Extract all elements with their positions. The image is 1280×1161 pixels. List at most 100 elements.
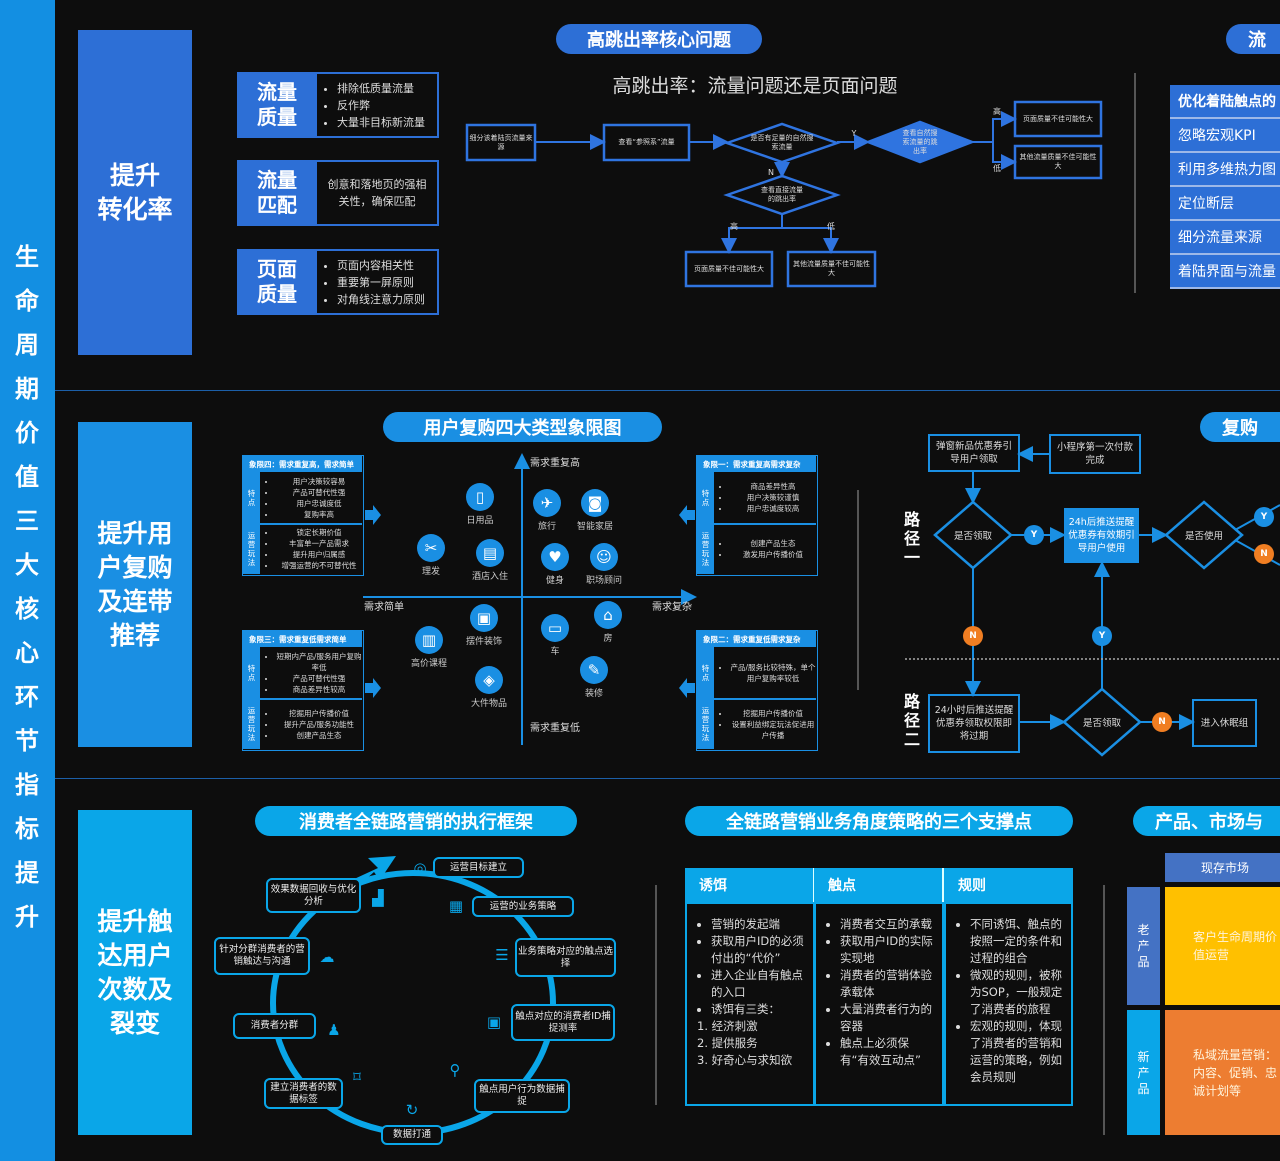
table-header: 触点 <box>814 868 944 902</box>
table-bullet: 微观的规则，被称为SOP，一般规定了消费者的旅程 <box>970 967 1065 1018</box>
flow-branch-label: 高 <box>993 106 1001 116</box>
feature-item: 产品/服务比较特殊，单个用户复购率较低 <box>730 662 816 684</box>
card-bullet: 大量非目标新流量 <box>337 114 437 131</box>
ops-label: 运营玩法 <box>243 699 260 749</box>
table-bullets: 不同诱饵、触点的按照一定的条件和过程的组合微观的规则，被称为SOP，一般规定了消… <box>956 916 1065 1086</box>
category-label: 日用品 <box>466 515 494 526</box>
subtitle: 高跳出率：流量问题还是页面问题 <box>612 74 898 97</box>
category-label: 酒店入住 <box>471 571 508 582</box>
cycle-step: 触点对应的消费者ID捕捉测率 <box>511 1004 615 1041</box>
category-label: 智能家居 <box>576 521 613 532</box>
connector-arrow <box>721 214 783 254</box>
quadrant-title: 象限二：需求重复低需求复杂 <box>697 631 816 647</box>
category-label: 健身 <box>545 575 564 586</box>
s2-label-line: 提升用 <box>97 518 173 548</box>
flow-node-remind24h: 24h后推送提醒优惠券有效期引导用户使用 <box>1064 508 1139 563</box>
quadrant-divider <box>714 698 816 700</box>
table-header: 规则 <box>944 868 1073 902</box>
table-cell: 消费者交互的承载获取用户ID的实际实现地消费者的营销体验承载体大量消费者行为的容… <box>814 902 944 1106</box>
cycle-step: 效果数据回收与优化分析 <box>266 878 361 913</box>
table-numbered-item: 3. 好奇心与求知欲 <box>697 1053 793 1067</box>
table-header: 诱饵 <box>685 868 815 902</box>
quadrant-arrow <box>365 678 381 698</box>
ops-list: 锁定长期价值丰富单一产品需求提升用户归属感增强运营的不可替代性 <box>260 524 362 574</box>
flow-node-r2: 其他流量质量不佳可能性大 <box>1019 153 1097 170</box>
cycle-step-icon: ▣ <box>486 1013 502 1031</box>
yes-no-badge: N <box>1254 544 1274 564</box>
feature-item: 用户决策较容易 <box>276 476 362 487</box>
optimization-item: 优化着陆触点的 <box>1170 85 1280 119</box>
s2-label-line: 户复购 <box>97 552 173 582</box>
ops-list: 挖掘用户传播价值设置利益绑定玩法促进用户传播 <box>714 699 816 749</box>
table-bullet: 大量消费者行为的容器 <box>840 1001 936 1035</box>
section-label-s3: 提升触达用户次数及裂变 <box>78 810 192 1135</box>
flow-node-n1: 细分该着陆页流量来源 <box>469 133 533 151</box>
card-text: 创意和落地页的强相关性，确保匹配 <box>327 178 427 208</box>
category-label: 大件物品 <box>470 698 507 709</box>
table-bullet: 获取用户ID的必须付出的“代价” <box>711 933 807 967</box>
features-label: 特点 <box>243 647 260 699</box>
table-bullet: 消费者的营销体验承载体 <box>840 967 936 1001</box>
yes-no-badge: Y <box>1024 525 1044 545</box>
cycle-step: 消费者分群 <box>233 1013 316 1039</box>
cycle-step: 建立消费者的数据标签 <box>264 1078 343 1109</box>
table-bullet: 触点上必须保有“有效互动点” <box>840 1035 936 1069</box>
category-icon: ▥ <box>415 626 443 654</box>
ops-label: 运营玩法 <box>697 524 714 574</box>
axis-top-label: 需求重复高 <box>530 458 580 469</box>
ops-item: 锁定长期价值 <box>276 527 362 538</box>
section-divider <box>55 778 1280 779</box>
quadrant-arrow <box>365 505 381 525</box>
category-icon: ⌂ <box>594 601 622 629</box>
optimization-item: 细分流量来源 <box>1170 221 1280 255</box>
flow-node-claimed2: 是否领取 <box>1082 718 1121 729</box>
s3-label-line: 提升触 <box>97 906 173 936</box>
category-icon: ✂ <box>417 534 445 562</box>
ops-item: 提升用户归属感 <box>276 549 362 560</box>
s2-label-line: 及连带 <box>97 586 173 616</box>
flow-node-b1: 页面质量不佳可能性大 <box>694 264 764 273</box>
flow-node-n2: 查看“参照系”流量 <box>618 138 675 146</box>
cycle-step-icon: ↻ <box>405 1101 419 1119</box>
matrix-row-label: 老产品 <box>1127 887 1160 1005</box>
table-bullet: 进入企业自有触点的入口 <box>711 967 807 1001</box>
pill-three-points: 全链路营销业务角度策略的三个支撑点 <box>685 806 1073 836</box>
table-bullet: 获取用户ID的实际实现地 <box>840 933 936 967</box>
category-icon: ✎ <box>580 656 608 684</box>
card-title: 流量匹配 <box>237 160 317 226</box>
category-icon: ▭ <box>541 614 569 642</box>
table-bullet: 宏观的规则，体现了消费者的营销和运营的策略，例如会员规则 <box>970 1018 1065 1086</box>
category-label: 旅行 <box>537 521 556 532</box>
section-label-s2: 提升用户复购及连带推荐 <box>78 422 192 747</box>
s1-label-line: 提升 <box>109 160 160 190</box>
features-label: 特点 <box>697 472 714 524</box>
table-bullet: 营销的发起端 <box>711 916 807 933</box>
table-cell: 不同诱饵、触点的按照一定的条件和过程的组合微观的规则，被称为SOP，一般规定了消… <box>944 902 1073 1106</box>
card-title: 流量质量 <box>237 72 317 138</box>
quadrant-divider <box>260 698 362 700</box>
quadrant-box: 象限三：需求重复低需求简单特点运营玩法短期内产品/服务用户复购率低产品可替代性强… <box>242 630 364 751</box>
ops-item: 丰富单一产品需求 <box>276 538 362 549</box>
flow-node-sleep: 进入休眠组 <box>1200 717 1249 729</box>
category-icon: ☺ <box>590 543 618 571</box>
flow-branch-label: N <box>768 167 774 177</box>
optimization-item: 利用多维热力图 <box>1170 153 1280 187</box>
features-label: 特点 <box>243 472 260 524</box>
cycle-step: 针对分群消费者的营销触达与沟通 <box>214 937 310 975</box>
flow-node-claimed: 是否领取 <box>953 531 992 542</box>
ops-item: 增强运营的不可替代性 <box>276 560 362 571</box>
cycle-step: 运营目标建立 <box>433 857 524 878</box>
flow-node-remind24h_2: 24小时后推送提醒优惠券领取权限即将过期 <box>934 705 1014 742</box>
feature-item: 用户决策较谨慎 <box>730 492 816 503</box>
features-list: 产品/服务比较特殊，单个用户复购率较低 <box>714 647 816 698</box>
card-bullet: 反作弊 <box>337 97 437 114</box>
optimization-item: 定位断层 <box>1170 187 1280 221</box>
ops-list: 挖掘用户传播价值提升产品/服务功能性创建产品生态 <box>260 699 362 749</box>
matrix-cell: 客户生命周期价值运营 <box>1165 887 1280 1005</box>
category-icon: ▯ <box>466 483 494 511</box>
cycle-step-icon: ☁ <box>319 948 335 966</box>
quadrant-box: 象限四：需求重复高，需求简单特点运营玩法用户决策较容易产品可替代性强用户忠诚度低… <box>242 455 364 576</box>
category-label: 摆件装饰 <box>465 636 502 647</box>
decision-diamond-filled <box>864 120 976 164</box>
